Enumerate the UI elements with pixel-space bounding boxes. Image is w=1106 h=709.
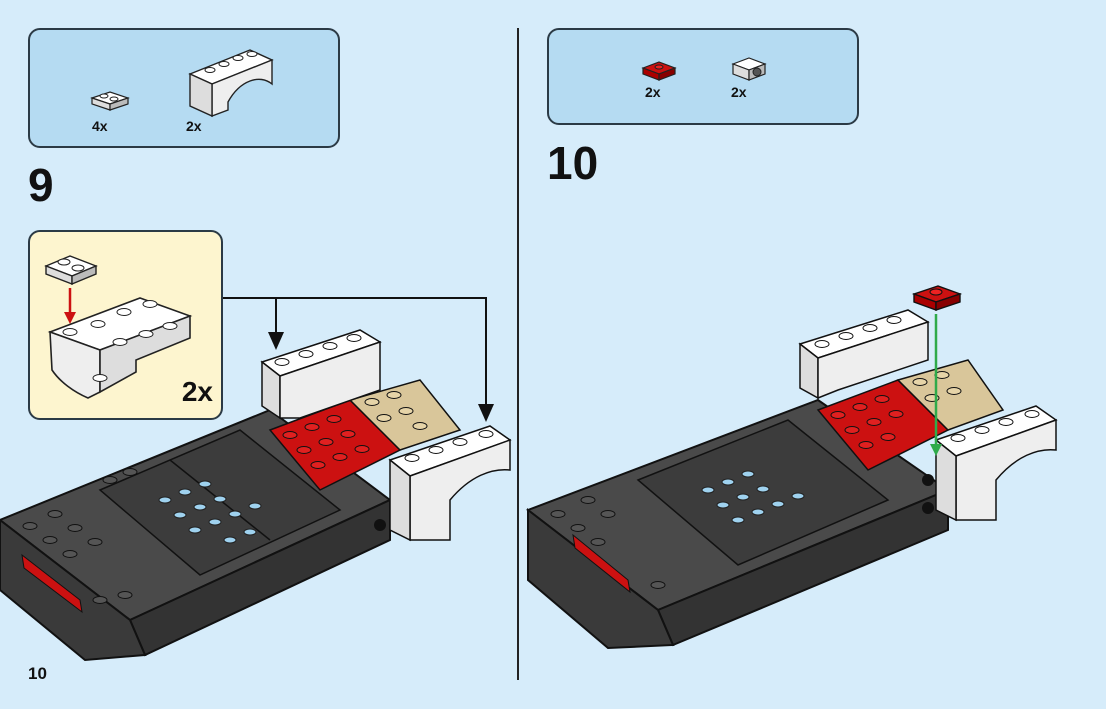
step-divider — [517, 28, 519, 680]
arch-1x4-icon — [188, 49, 274, 118]
plate-2x2-red-icon — [641, 61, 677, 81]
step9-model-illustration — [0, 329, 512, 662]
subassembly-illustration — [44, 255, 193, 399]
step10-part2-qty: 2x — [731, 84, 747, 100]
step10-number: 10 — [547, 137, 599, 189]
step9-parts-box: 4x 2x — [28, 28, 340, 148]
page-number: 10 — [28, 664, 47, 683]
plate-1x2-icon — [90, 91, 130, 111]
step9-number: 9 — [28, 159, 54, 211]
step9-part2-qty: 2x — [186, 118, 202, 134]
step10-part1-qty: 2x — [645, 84, 661, 100]
step10-model-illustration — [525, 285, 1058, 650]
step9-part1-qty: 4x — [92, 118, 108, 134]
brick-clip-icon — [731, 57, 767, 81]
callout-multiplier: 2x — [181, 376, 213, 407]
step9-subassembly-callout: 2x — [28, 230, 223, 420]
step10-parts-box: 2x 2x — [547, 28, 859, 125]
